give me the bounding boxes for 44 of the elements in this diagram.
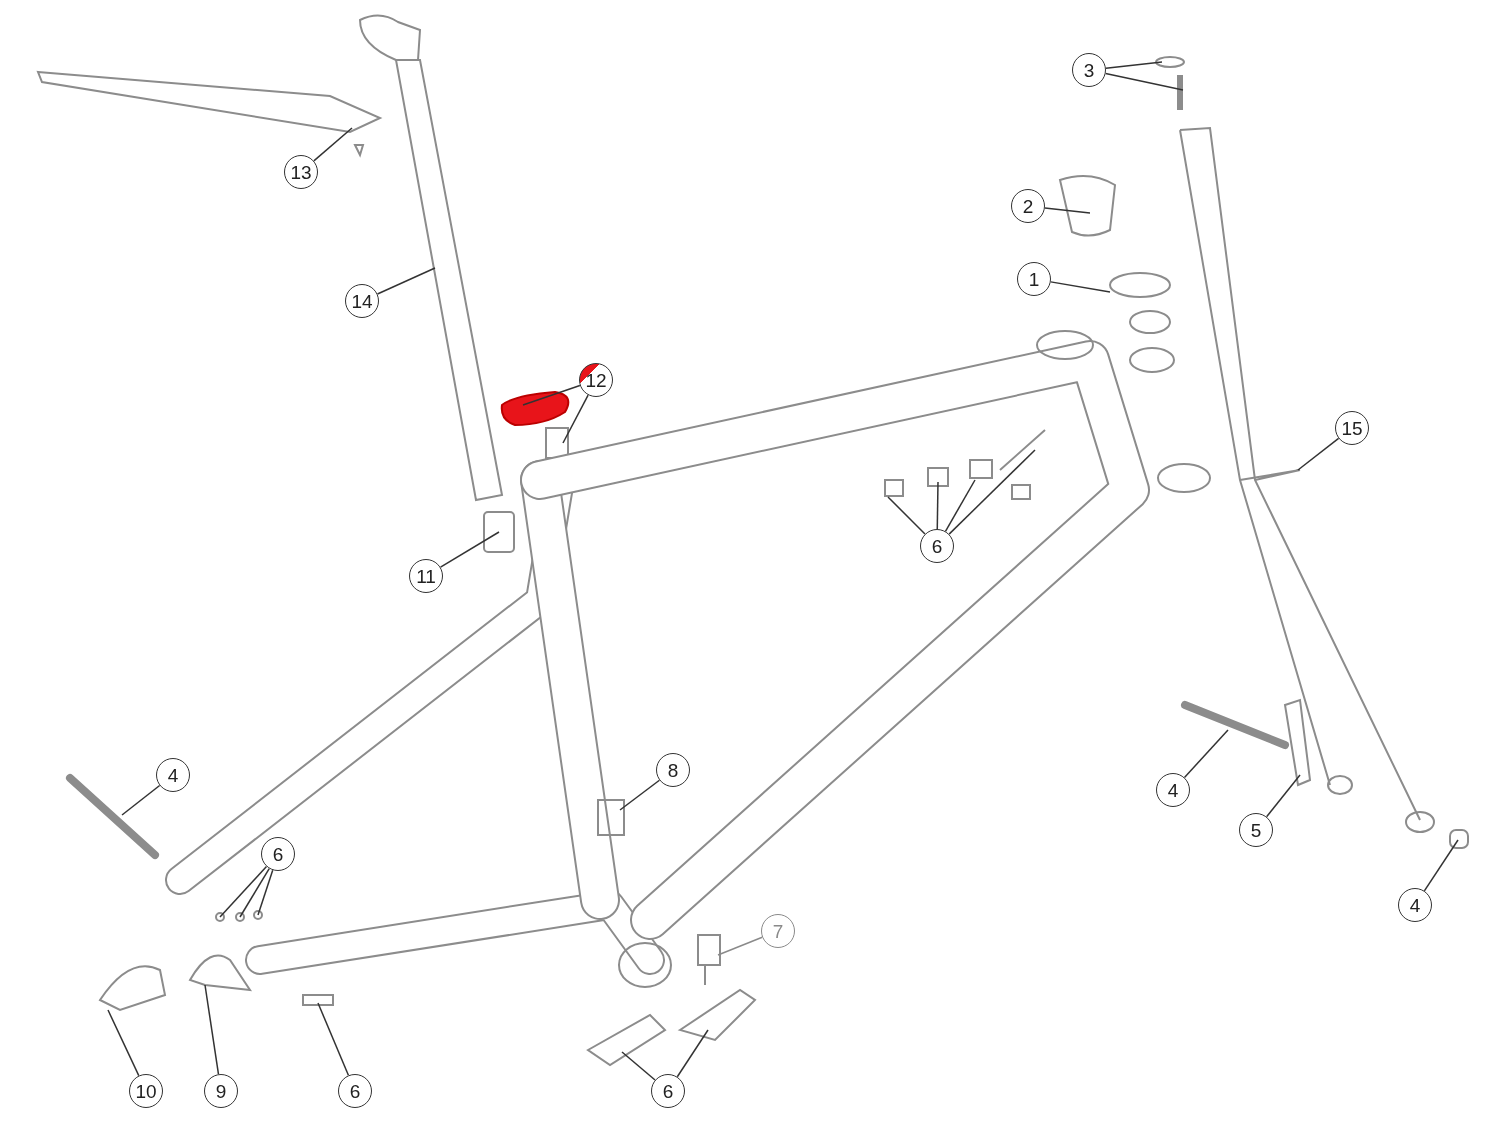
callout-number: 15 — [1335, 411, 1369, 445]
leader-line — [887, 496, 926, 535]
leader-line — [1105, 61, 1163, 69]
callout-number: 7 — [761, 914, 795, 948]
leader-line — [1423, 839, 1459, 892]
leader-line — [1297, 437, 1340, 471]
leader-line — [1183, 729, 1229, 779]
leader-line — [619, 779, 661, 811]
leader-line — [439, 531, 500, 568]
callout-number: 11 — [409, 559, 443, 593]
callout-number: 6 — [261, 837, 295, 871]
callout-number: 4 — [156, 758, 190, 792]
leader-line — [219, 865, 268, 918]
leader-line — [1104, 72, 1184, 91]
leader-line — [936, 481, 939, 530]
leader-line — [948, 449, 1036, 535]
callout-number: 12 — [579, 363, 613, 397]
callout-number: 4 — [1398, 888, 1432, 922]
leader-line — [121, 784, 161, 816]
leader-line — [1044, 207, 1091, 214]
leader-line — [313, 127, 353, 162]
leader-line — [239, 867, 270, 918]
callout-number: 9 — [204, 1074, 238, 1108]
leader-line — [944, 479, 976, 532]
callout-number: 6 — [338, 1074, 372, 1108]
callout-number: 4 — [1156, 773, 1190, 807]
leader-line — [717, 936, 763, 956]
leader-line — [1265, 774, 1301, 818]
leader-line — [676, 1029, 709, 1078]
callout-number: 14 — [345, 284, 379, 318]
callout-number: 6 — [920, 529, 954, 563]
leader-line — [522, 384, 581, 406]
callout-number: 10 — [129, 1074, 163, 1108]
callout-number: 3 — [1072, 53, 1106, 87]
callout-number: 6 — [651, 1074, 685, 1108]
leader-line — [621, 1051, 656, 1081]
leader-line — [1050, 281, 1111, 293]
leader-line — [257, 869, 274, 916]
callout-number: 1 — [1017, 262, 1051, 296]
callout-number: 5 — [1239, 813, 1273, 847]
callout-number: 13 — [284, 155, 318, 189]
callout-number: 2 — [1011, 189, 1045, 223]
leader-line — [204, 984, 220, 1075]
callout-number: 8 — [656, 753, 690, 787]
